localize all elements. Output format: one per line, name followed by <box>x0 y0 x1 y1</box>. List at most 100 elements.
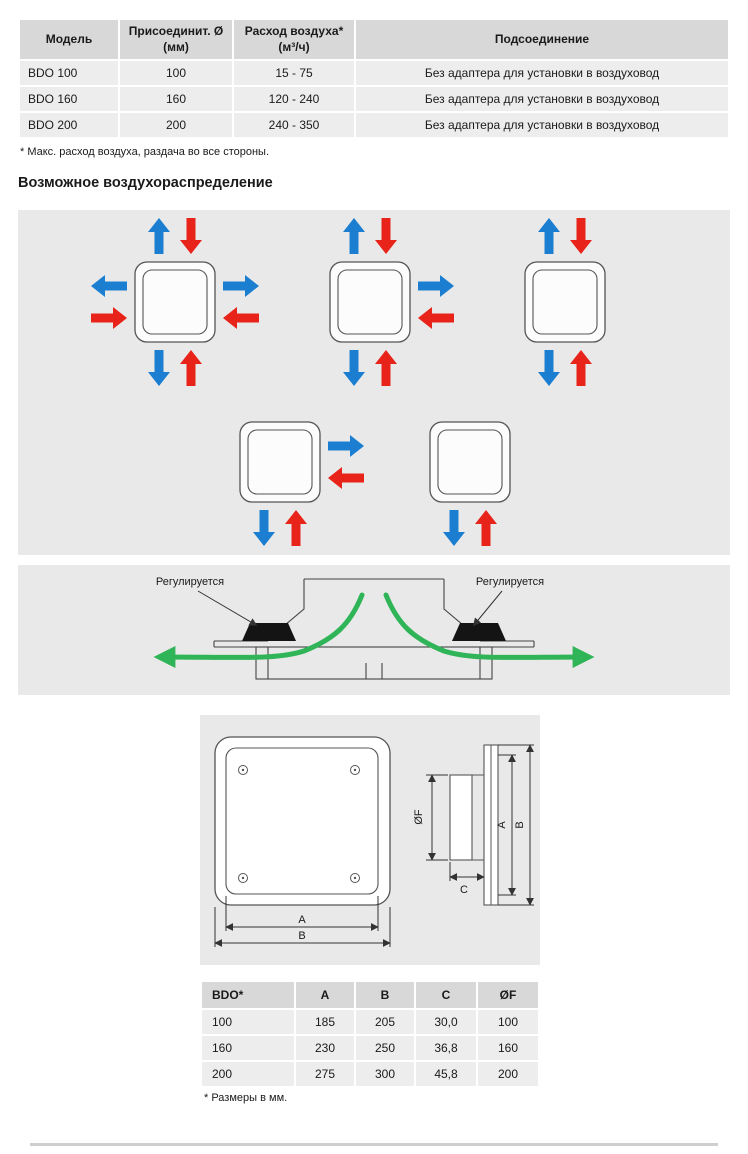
leader-line-right <box>472 590 503 627</box>
cell-diameter: 200 <box>120 113 232 138</box>
leader-line-left <box>197 590 258 626</box>
diffuser-3way <box>329 261 411 343</box>
dim-header-a: A <box>296 982 354 1008</box>
dim-header-c: C <box>416 982 476 1008</box>
dimension-a-front <box>225 896 379 931</box>
cell-b: 300 <box>356 1062 414 1086</box>
dim-label-a-front: A <box>298 914 306 926</box>
spec-table-header-row: Модель Присоединит. Ø (мм) Расход воздух… <box>20 20 728 60</box>
supply-arrow-icon <box>418 275 454 297</box>
cell-b: 250 <box>356 1036 414 1060</box>
table-row: BDO 200 200 240 - 350 Без адаптера для у… <box>20 113 728 138</box>
supply-arrow-icon <box>148 218 170 254</box>
cell-connection: Без адаптера для установки в воздуховод <box>356 61 728 86</box>
cell-of: 100 <box>478 1010 538 1034</box>
spec-header-diameter: Присоединит. Ø (мм) <box>120 20 232 60</box>
cell-model: BDO 160 <box>20 87 118 112</box>
dim-header-b: B <box>356 982 414 1008</box>
cell-diameter: 100 <box>120 61 232 86</box>
dimension-of-side <box>426 774 448 861</box>
cell-diameter: 160 <box>120 87 232 112</box>
cell-model: BDO 200 <box>20 113 118 138</box>
dimensions-table: BDO* A B C ØF 100 185 205 30,0 100 160 2… <box>200 980 540 1088</box>
cell-airflow: 15 - 75 <box>234 61 354 86</box>
supply-arrow-icon <box>223 275 259 297</box>
cross-section-panel: Регулируется Регулируется <box>18 565 730 695</box>
cell-model: 200 <box>202 1062 294 1086</box>
cell-connection: Без адаптера для установки в воздуховод <box>356 87 728 112</box>
supply-arrow-icon <box>253 510 275 546</box>
damper-left <box>242 623 296 641</box>
diffuser-2way-vertical <box>524 261 606 343</box>
spec-header-airflow: Расход воздуха* (м³/ч) <box>234 20 354 60</box>
cell-model: 160 <box>202 1036 294 1060</box>
adjustable-label-right: Регулируется <box>476 576 544 588</box>
front-view: A B <box>214 736 391 947</box>
cell-of: 160 <box>478 1036 538 1060</box>
dimension-b-side <box>498 744 534 906</box>
cell-c: 36,8 <box>416 1036 476 1060</box>
spec-header-connection: Подсоединение <box>356 20 728 60</box>
dim-header-model: BDO* <box>202 982 294 1008</box>
cell-a: 230 <box>296 1036 354 1060</box>
screw-icon <box>238 765 360 883</box>
supply-arrow-icon <box>328 435 364 457</box>
cell-airflow: 120 - 240 <box>234 87 354 112</box>
table-row: BDO 160 160 120 - 240 Без адаптера для у… <box>20 87 728 112</box>
dim-label-b-front: B <box>298 930 305 942</box>
dimension-drawing: A B Ø <box>214 736 534 947</box>
airflow-arrows-1way <box>443 510 497 546</box>
return-arrow-icon <box>418 307 454 329</box>
airflow-right-arrow <box>383 592 595 669</box>
cell-of: 200 <box>478 1062 538 1086</box>
dim-label-b-side: B <box>514 821 526 828</box>
cell-connection: Без адаптера для установки в воздуховод <box>356 113 728 138</box>
diffuser-1way <box>429 421 511 503</box>
supply-arrow-icon <box>343 350 365 386</box>
return-arrow-icon <box>475 510 497 546</box>
cell-a: 275 <box>296 1062 354 1086</box>
footer-divider <box>30 1143 718 1146</box>
return-arrow-icon <box>180 218 202 254</box>
diffuser-4way <box>134 261 216 343</box>
spec-header-model: Модель <box>20 20 118 60</box>
cell-airflow: 240 - 350 <box>234 113 354 138</box>
return-arrow-icon <box>223 307 259 329</box>
airflow-left-arrow <box>153 592 365 669</box>
supply-arrow-icon <box>91 275 127 297</box>
supply-arrow-icon <box>538 350 560 386</box>
return-arrow-icon <box>328 467 364 489</box>
dim-label-of: ØF <box>413 809 425 825</box>
table-row: 100 185 205 30,0 100 <box>202 1010 538 1034</box>
return-arrow-icon <box>180 350 202 386</box>
air-distribution-panel <box>18 210 730 555</box>
return-arrow-icon <box>375 218 397 254</box>
supply-arrow-icon <box>538 218 560 254</box>
damper-right <box>452 623 506 641</box>
spec-table: Модель Присоединит. Ø (мм) Расход воздух… <box>18 18 730 140</box>
dim-header-of: ØF <box>478 982 538 1008</box>
return-arrow-icon <box>570 350 592 386</box>
cell-b: 205 <box>356 1010 414 1034</box>
supply-arrow-icon <box>443 510 465 546</box>
supply-arrow-icon <box>343 218 365 254</box>
dim-label-a-side: A <box>496 821 508 829</box>
spec-table-footnote: * Макс. расход воздуха, раздача во все с… <box>20 146 269 158</box>
cell-a: 185 <box>296 1010 354 1034</box>
dim-table-header-row: BDO* A B C ØF <box>202 982 538 1008</box>
cell-model: BDO 100 <box>20 61 118 86</box>
dim-label-c: C <box>460 884 468 896</box>
return-arrow-icon <box>570 218 592 254</box>
dimension-b-front <box>214 907 391 947</box>
side-view: ØF C A <box>413 744 534 906</box>
diffuser-2way-corner <box>239 421 321 503</box>
return-arrow-icon <box>285 510 307 546</box>
cross-section-diagram: Регулируется Регулируется <box>153 576 595 680</box>
cell-model: 100 <box>202 1010 294 1034</box>
dimension-a-side <box>498 754 516 896</box>
dimension-c-side <box>449 862 485 881</box>
dimension-drawing-panel: A B Ø <box>200 715 540 965</box>
return-arrow-icon <box>375 350 397 386</box>
cell-c: 45,8 <box>416 1062 476 1086</box>
